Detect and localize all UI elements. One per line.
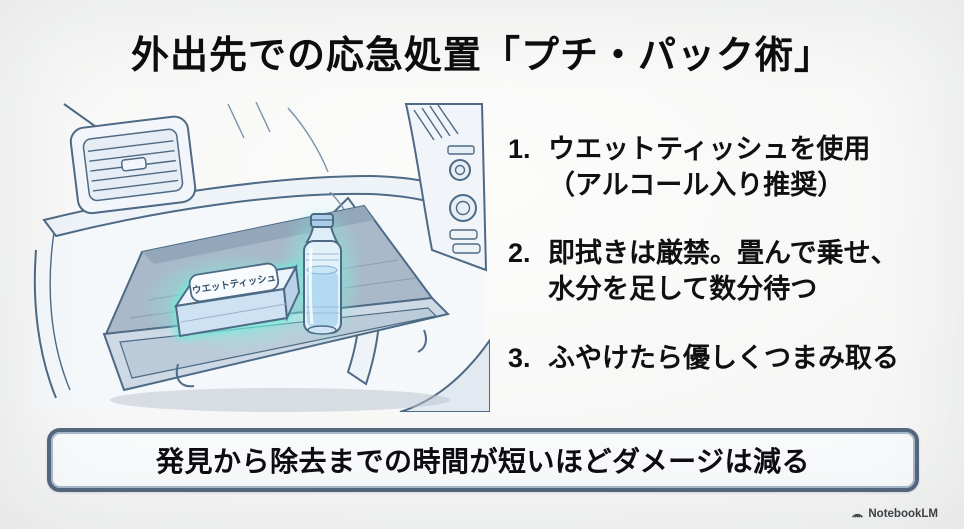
watermark-label: NotebookLM: [868, 507, 938, 520]
step-1-text: ウエットティッシュを使用 （アルコール入り推奨）: [548, 134, 871, 200]
step-2-text: 即拭きは厳禁。畳んで乗せ、 水分を足して数分待つ: [548, 238, 898, 304]
notebooklm-icon: [852, 513, 864, 518]
step-2: 2. 即拭きは厳禁。畳んで乗せ、 水分を足して数分待つ: [508, 236, 958, 307]
water-bottle: [303, 213, 342, 335]
summary-banner-text: 発見から除去までの時間が短いほどダメージは減る: [155, 446, 811, 477]
step-2-number: 2.: [508, 238, 531, 269]
lower-console: [399, 338, 490, 412]
summary-banner: 発見から除去までの時間が短いほどダメージは減る: [47, 428, 919, 492]
step-1: 1. ウエットティッシュを使用 （アルコール入り推奨）: [508, 132, 958, 203]
step-3-text: ふやけたら優しくつまみ取る: [548, 342, 899, 373]
step-1-number: 1.: [508, 134, 531, 164]
windshield-lines: [227, 102, 329, 173]
step-3: 3. ふやけたら優しくつまみ取る: [508, 341, 958, 377]
steps-list: 1. ウエットティッシュを使用 （アルコール入り推奨） 2. 即拭きは厳禁。畳ん…: [508, 132, 958, 409]
air-vent: [69, 115, 197, 215]
glovebox-illustration: ウエットティッシュ: [32, 102, 490, 412]
wet-tissue-pack: ウエットティッシュ: [171, 261, 304, 341]
step-3-number: 3.: [508, 342, 531, 373]
center-console: [404, 103, 488, 272]
page-title: 外出先での応急処置「プチ・パック術」: [130, 35, 833, 77]
watermark: NotebookLM: [851, 507, 938, 520]
